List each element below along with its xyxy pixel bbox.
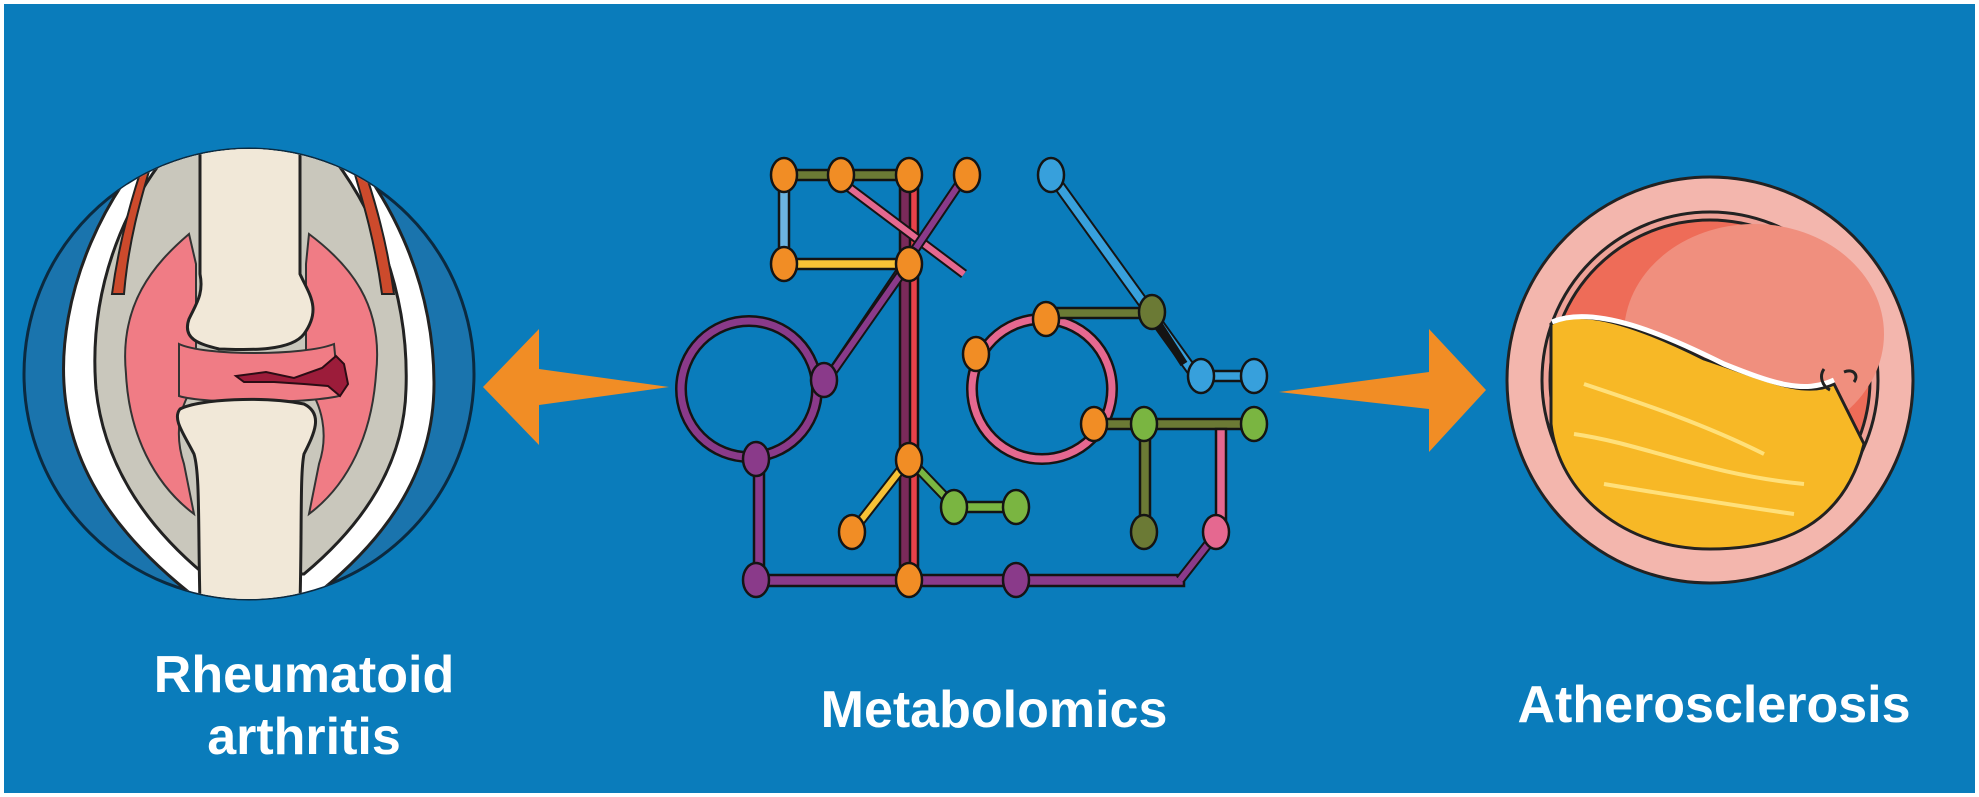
label-rheumatoid-arthritis: Rheumatoid arthritis <box>64 644 544 768</box>
joint-cross-section-icon <box>22 147 476 601</box>
label-metabolomics: Metabolomics <box>820 681 1168 739</box>
arrow-right <box>1279 329 1486 452</box>
arrow-left <box>483 329 669 445</box>
label-rheumatoid-line1: Rheumatoid <box>153 646 455 704</box>
figure-canvas: Rheumatoid arthritis Metabolomics Athero… <box>4 4 1975 793</box>
artery-plaque-cross-section-icon <box>1505 175 1915 585</box>
label-rheumatoid-line2: arthritis <box>207 708 401 766</box>
label-atherosclerosis: Atherosclerosis <box>1517 676 1911 734</box>
metabolic-pathway-network-icon <box>675 156 1269 599</box>
